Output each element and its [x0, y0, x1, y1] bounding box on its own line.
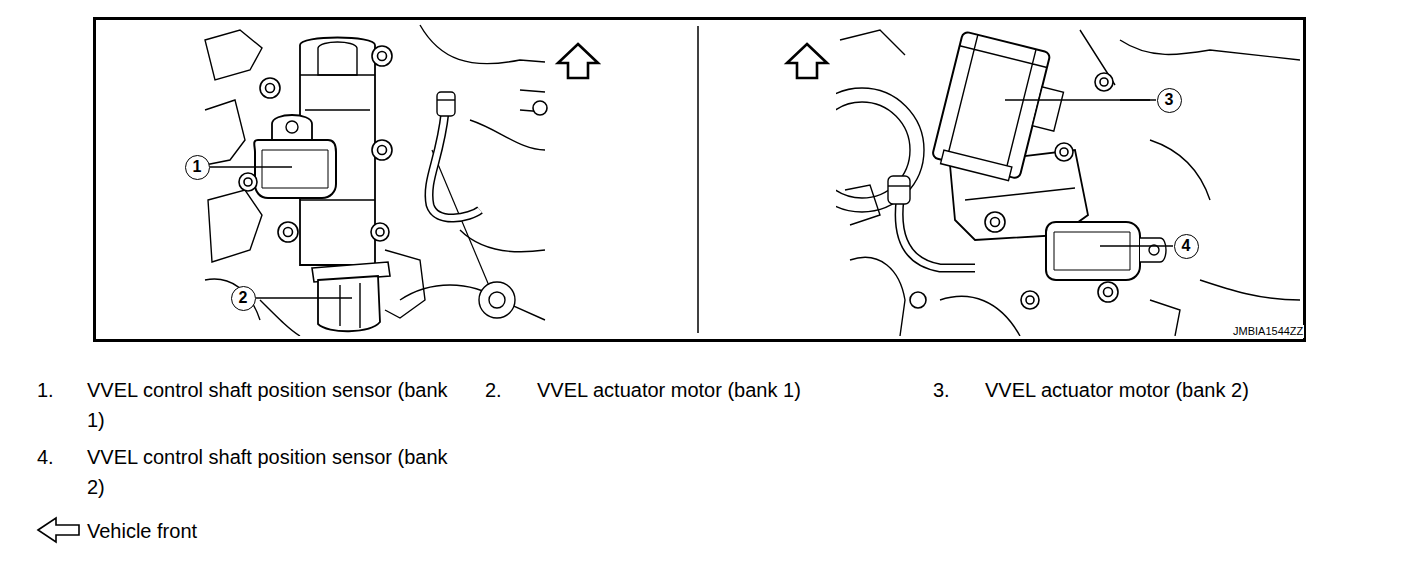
engine-drawing	[420, 25, 545, 64]
leader-line	[1100, 245, 1173, 246]
engine-drawing	[284, 228, 293, 237]
engine-drawing	[286, 121, 298, 133]
engine-drawing	[260, 78, 280, 98]
engine-drawing	[1098, 282, 1118, 302]
engine-drawing	[1021, 291, 1039, 309]
part-name: VVEL control shaft position sensor (bank…	[87, 442, 452, 502]
engine-drawing	[888, 185, 910, 186]
part-name: VVEL actuator motor (bank 1)	[537, 375, 917, 405]
engine-drawing	[941, 150, 1012, 181]
engine-drawing	[318, 276, 380, 331]
callout-number: 3	[1157, 88, 1182, 113]
engine-drawing	[340, 283, 360, 328]
engine-drawing	[836, 30, 1300, 336]
engine-drawing	[371, 223, 389, 241]
engine-drawing	[272, 115, 312, 140]
engine-drawing	[1200, 280, 1300, 300]
engine-drawing	[1055, 143, 1073, 161]
leader-line	[210, 166, 292, 167]
engine-drawing	[372, 140, 392, 160]
part-name: VVEL actuator motor (bank 2)	[985, 375, 1385, 405]
engine-drawing	[1150, 300, 1180, 336]
engine-drawing	[910, 292, 926, 308]
engine-drawing	[432, 150, 495, 300]
engine-drawing	[985, 212, 1005, 232]
engine-drawing	[533, 101, 547, 115]
engine-drawing	[278, 222, 298, 242]
engine-drawing	[205, 279, 260, 320]
engine-drawing	[378, 146, 387, 155]
engine-drawing	[1060, 148, 1068, 156]
engine-drawing	[260, 300, 300, 336]
engine-drawing	[205, 25, 547, 336]
callout-number: 2	[231, 286, 256, 311]
figure-frame	[95, 19, 1305, 341]
leader-line	[1005, 99, 1156, 100]
callout-number: 1	[185, 155, 210, 180]
engine-drawing	[437, 99, 455, 100]
engine-drawing	[991, 218, 1000, 227]
leader-line	[210, 100, 1173, 298]
legend-text: Vehicle front	[87, 517, 197, 545]
part-name: VVEL control shaft position sensor (bank…	[87, 375, 452, 435]
engine-drawing	[239, 173, 257, 191]
engine-drawing	[940, 296, 1020, 336]
engine-drawing	[254, 140, 336, 198]
engine-drawing	[376, 228, 384, 236]
engine-drawing	[1095, 73, 1113, 91]
engine-drawing	[1150, 140, 1210, 200]
engine-drawing	[429, 112, 480, 218]
engine-drawing	[385, 250, 425, 318]
engine-drawing	[470, 120, 545, 150]
list-number: 1.	[37, 376, 54, 404]
engine-drawing	[378, 52, 387, 61]
engine-drawing	[965, 188, 1075, 200]
engine-drawing	[1100, 78, 1108, 86]
callout-number: 4	[1174, 234, 1199, 259]
legend-symbol	[38, 518, 79, 542]
list-number: 4.	[37, 443, 54, 471]
engine-drawing	[888, 176, 910, 204]
front-arrow	[787, 44, 827, 78]
engine-drawing	[205, 100, 245, 165]
engine-drawing	[931, 31, 1072, 188]
front-arrow	[558, 44, 598, 78]
engine-drawing	[1104, 288, 1113, 297]
engine-drawing	[836, 88, 924, 212]
engine-drawing	[244, 178, 252, 186]
engine-drawing	[1120, 40, 1300, 60]
engine-drawing	[1140, 238, 1166, 262]
engine-drawing	[845, 185, 880, 225]
drawing-code: JMBIA1544ZZ	[1232, 325, 1304, 338]
leader-line	[256, 297, 352, 298]
engine-drawing	[239, 46, 547, 242]
engine-drawing	[208, 190, 262, 262]
engine-drawing	[205, 30, 262, 80]
engine-drawing	[1032, 87, 1063, 131]
engine-drawing	[1026, 296, 1034, 304]
engine-drawing	[372, 46, 392, 66]
engine-drawing	[910, 73, 1118, 309]
engine-drawing	[437, 92, 455, 116]
engine-drawing	[479, 282, 515, 318]
engine-drawing	[318, 42, 357, 75]
engine-drawing	[1054, 232, 1130, 270]
engine-drawing	[266, 84, 275, 93]
panel-divider	[697, 26, 699, 333]
list-number: 2.	[485, 376, 502, 404]
list-number: 3.	[933, 376, 950, 404]
engine-drawing	[262, 150, 328, 188]
front-arrow	[558, 44, 827, 78]
engine-drawing	[429, 112, 480, 218]
engine-drawing	[1080, 30, 1150, 100]
engine-drawing	[1046, 222, 1140, 280]
engine-drawing	[489, 292, 505, 308]
